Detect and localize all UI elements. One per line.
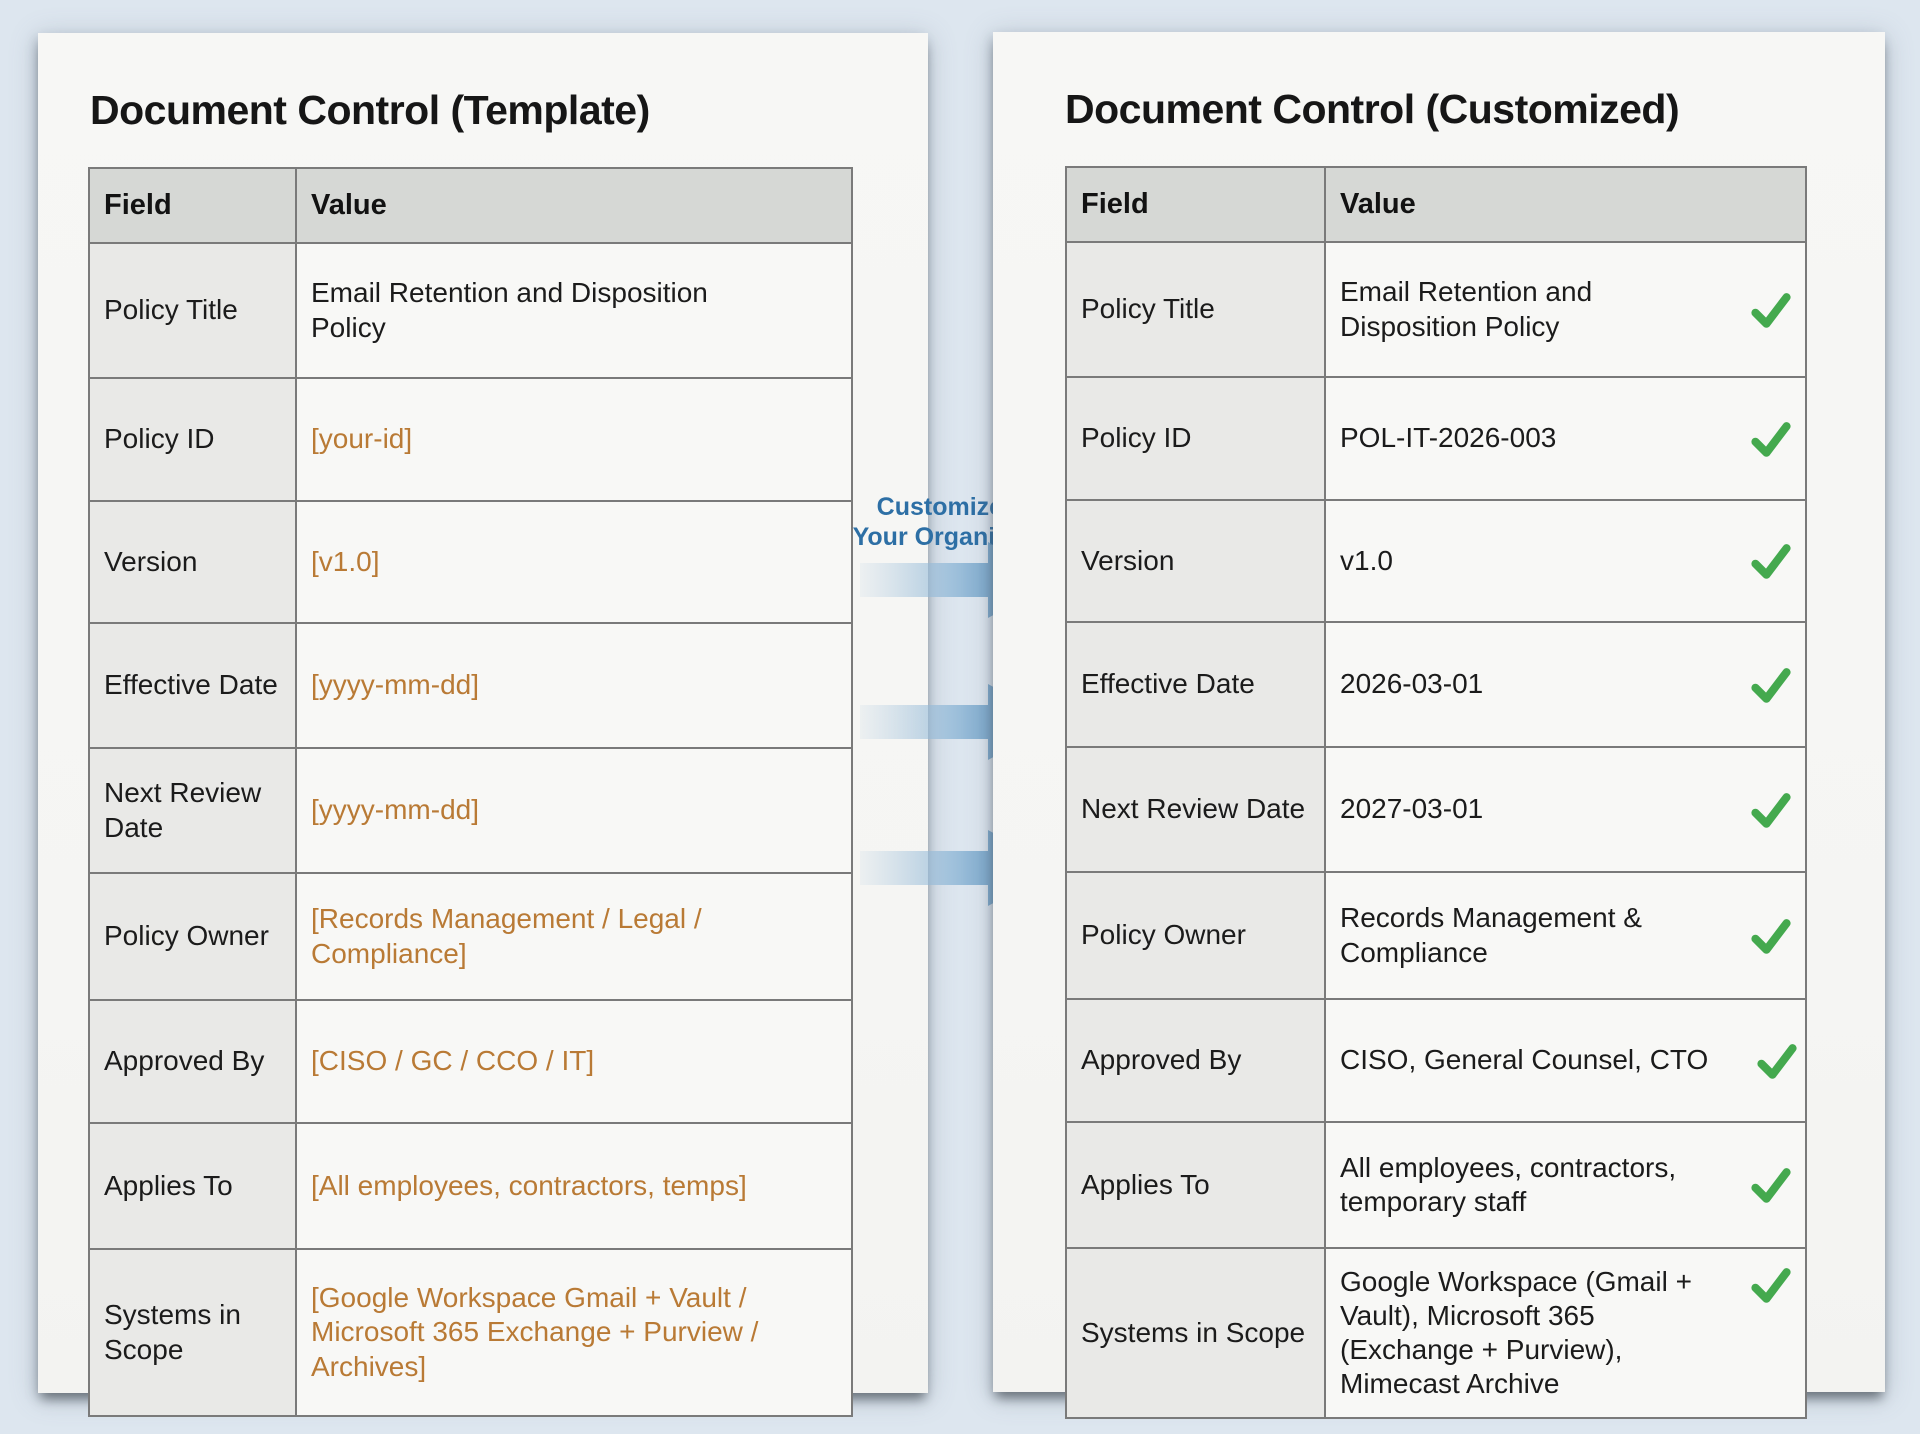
value-cell: [Records Management / Legal / Compliance… <box>295 872 853 1001</box>
field-cell: Applies To <box>1065 1121 1326 1249</box>
value-text: [CISO / GC / CCO / IT] <box>311 1045 595 1077</box>
table-row: Version [v1.0] <box>88 500 853 624</box>
table-header-row: Field Value <box>88 167 853 244</box>
field-cell: Policy ID <box>88 377 297 502</box>
value-text: [yyyy-mm-dd] <box>311 669 479 701</box>
value-cell: [CISO / GC / CCO / IT] <box>295 999 853 1124</box>
value-cell: All employees, contractors, temporary st… <box>1324 1121 1807 1249</box>
table-row: Policy ID POL-IT-2026-003 <box>1065 376 1807 501</box>
value-cell: [yyyy-mm-dd] <box>295 747 853 874</box>
table-row: Effective Date 2026-03-01 <box>1065 621 1807 748</box>
value-cell: [yyyy-mm-dd] <box>295 622 853 749</box>
value-cell: [v1.0] <box>295 500 853 624</box>
table-row: Version v1.0 <box>1065 499 1807 623</box>
customized-page: Document Control (Customized) Field Valu… <box>993 32 1885 1419</box>
value-cell: [your-id] <box>295 377 853 502</box>
check-icon <box>1751 792 1791 828</box>
field-cell: Approved By <box>88 999 297 1124</box>
table-row: Approved By [CISO / GC / CCO / IT] <box>88 999 853 1124</box>
value-text: Email Retention and Disposition Policy <box>1340 276 1593 342</box>
check-icon <box>1751 1268 1791 1303</box>
value-cell: Email Retention and Disposition Policy <box>1324 241 1807 378</box>
value-text: CISO, General Counsel, CTO <box>1340 1044 1709 1076</box>
check-icon <box>1757 1043 1797 1079</box>
field-cell: Version <box>88 500 297 624</box>
field-cell: Next Review Date <box>1065 746 1326 873</box>
value-cell: Google Workspace (Gmail + Vault), Micros… <box>1324 1247 1807 1419</box>
value-text: [Google Workspace Gmail + Vault / Micros… <box>311 1282 759 1382</box>
table-row: Policy Owner[Records Management / Legal … <box>88 872 853 1001</box>
table-header-row: Field Value <box>1065 166 1807 243</box>
field-column-header: Field <box>1065 166 1326 243</box>
check-icon <box>1751 544 1791 579</box>
value-column-header: Value <box>1324 166 1807 243</box>
value-text: Google Workspace (Gmail + Vault), Micros… <box>1340 1265 1692 1400</box>
value-cell: [Google Workspace Gmail + Vault / Micros… <box>295 1248 853 1417</box>
field-cell: Policy ID <box>1065 376 1326 501</box>
table-row: Systems in Scope[Google Workspace Gmail … <box>88 1248 853 1417</box>
field-cell: Systems in Scope <box>88 1248 297 1417</box>
value-text: [Records Management / Legal / Compliance… <box>311 903 702 969</box>
field-cell: Effective Date <box>88 622 297 749</box>
page-title: Document Control (Customized) <box>1065 86 1680 132</box>
value-cell: Email Retention and Disposition Policy <box>295 242 853 379</box>
table-row: Effective Date [yyyy-mm-dd] <box>88 622 853 749</box>
value-text: [yyyy-mm-dd] <box>311 794 479 826</box>
value-text: [your-id] <box>311 423 413 455</box>
value-text: [v1.0] <box>311 545 380 577</box>
value-text: Email Retention and Disposition Policy <box>311 277 708 343</box>
field-cell: Effective Date <box>1065 621 1326 748</box>
field-cell: Policy Title <box>1065 241 1326 378</box>
check-icon <box>1751 918 1791 954</box>
check-icon <box>1751 1168 1791 1203</box>
value-column-header: Value <box>295 167 853 244</box>
value-text: Records Management & Compliance <box>1340 902 1642 968</box>
value-cell: 2026-03-01 <box>1324 621 1807 748</box>
table-row: Next Review Date 2027-03-01 <box>1065 746 1807 873</box>
value-text: [All employees, contractors, temps] <box>311 1169 747 1201</box>
field-cell: Applies To <box>88 1122 297 1250</box>
value-text: 2027-03-01 <box>1340 793 1484 825</box>
value-cell: Records Management & Compliance <box>1324 871 1807 1000</box>
field-cell: Next Review Date <box>88 747 297 874</box>
value-text: v1.0 <box>1340 544 1393 576</box>
page-title: Document Control (Template) <box>90 87 650 133</box>
check-icon <box>1751 292 1791 328</box>
field-cell: Version <box>1065 499 1326 623</box>
field-cell: Systems in Scope <box>1065 1247 1326 1419</box>
field-cell: Policy Owner <box>1065 871 1326 1000</box>
value-cell: 2027-03-01 <box>1324 746 1807 873</box>
value-text: All employees, contractors, temporary st… <box>1340 1151 1677 1217</box>
value-cell: [All employees, contractors, temps] <box>295 1122 853 1250</box>
value-cell: v1.0 <box>1324 499 1807 623</box>
field-cell: Policy Owner <box>88 872 297 1001</box>
check-icon <box>1751 421 1791 457</box>
table-row: Approved By CISO, General Counsel, CTO <box>1065 998 1807 1123</box>
table-row: Applies To [All employees, contractors, t… <box>88 1122 853 1250</box>
value-cell: CISO, General Counsel, CTO <box>1324 998 1807 1123</box>
value-text: 2026-03-01 <box>1340 668 1484 700</box>
value-text: POL-IT-2026-003 <box>1340 422 1557 454</box>
table-row: Next Review Date [yyyy-mm-dd] <box>88 747 853 874</box>
check-icon <box>1751 667 1791 703</box>
field-column-header: Field <box>88 167 297 244</box>
field-cell: Approved By <box>1065 998 1326 1123</box>
value-cell: POL-IT-2026-003 <box>1324 376 1807 501</box>
field-cell: Policy Title <box>88 242 297 379</box>
template-page: Document Control (Template) Field Value … <box>38 33 928 1417</box>
table-row: Policy ID [your-id] <box>88 377 853 502</box>
